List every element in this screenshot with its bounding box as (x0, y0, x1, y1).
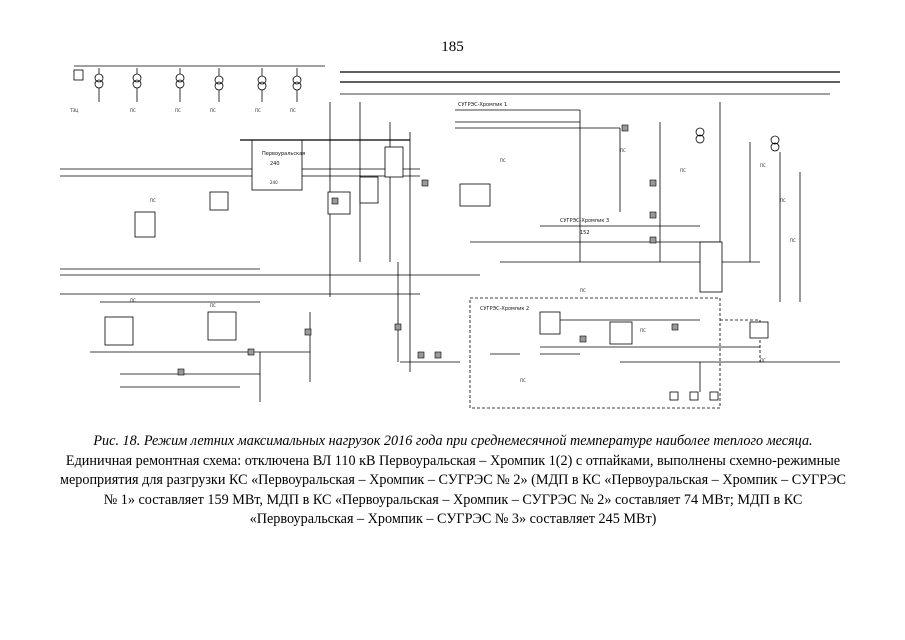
svg-text:ПС: ПС (790, 238, 796, 243)
svg-text:240: 240 (270, 180, 278, 185)
khrompik2-region: СУГРЭС-Хромпик 2 (469, 297, 840, 409)
khrompik2-label: СУГРЭС-Хромпик 2 (480, 306, 529, 312)
bottom-feeders (394, 262, 719, 401)
annotations: ТЭЦ ПС ПС ПС ПС ПС 240 ПС ПС ПС ПС ПС ПС… (69, 108, 796, 383)
khrompik1-region: СУГРЭС-Хромпик 1 (455, 102, 629, 262)
svg-text:ПС: ПС (500, 158, 506, 163)
figure-caption: Рис. 18. Режим летних максимальных нагру… (60, 432, 846, 530)
page-number: 185 (441, 39, 464, 55)
svg-text:ПС: ПС (580, 288, 586, 293)
svg-text:ПС: ПС (150, 198, 156, 203)
caption-body: Единичная ремонтная схема: отключена ВЛ … (60, 452, 846, 528)
svg-text:ТЭЦ: ТЭЦ (69, 108, 78, 113)
svg-text:ПС: ПС (680, 168, 686, 173)
khrompik1-label: СУГРЭС-Хромпик 1 (458, 102, 507, 108)
svg-text:ПС: ПС (760, 358, 766, 363)
top-left-substations (73, 65, 325, 102)
power-grid-diagram: Первоуральская 240 СУГРЭС-Хромпик 1 (60, 62, 840, 422)
svg-text:ПС: ПС (760, 163, 766, 168)
pervouralskaya-label: Первоуральская (262, 151, 305, 157)
khrompik3-value: 152 (580, 230, 590, 236)
khrompik3-region: СУГРЭС-Хромпик 3 152 (470, 102, 801, 302)
caption-lead: Рис. 18. Режим летних максимальных нагру… (93, 433, 813, 449)
top-buses (60, 71, 840, 295)
svg-text:ПС: ПС (620, 148, 626, 153)
svg-text:ПС: ПС (210, 108, 216, 113)
svg-text:ПС: ПС (520, 378, 526, 383)
pervouralskaya-value: 240 (270, 161, 280, 167)
khrompik3-label: СУГРЭС-Хромпик 3 (560, 218, 609, 224)
svg-text:ПС: ПС (640, 328, 646, 333)
svg-text:ПС: ПС (255, 108, 261, 113)
svg-text:ПС: ПС (290, 108, 296, 113)
left-bottom-substations (90, 191, 312, 402)
svg-text:ПС: ПС (780, 198, 786, 203)
svg-text:ПС: ПС (130, 108, 136, 113)
svg-text:ПС: ПС (130, 298, 136, 303)
pervouralskaya-substation: Первоуральская 240 (240, 102, 429, 372)
svg-text:ПС: ПС (210, 303, 216, 308)
svg-text:ПС: ПС (175, 108, 181, 113)
